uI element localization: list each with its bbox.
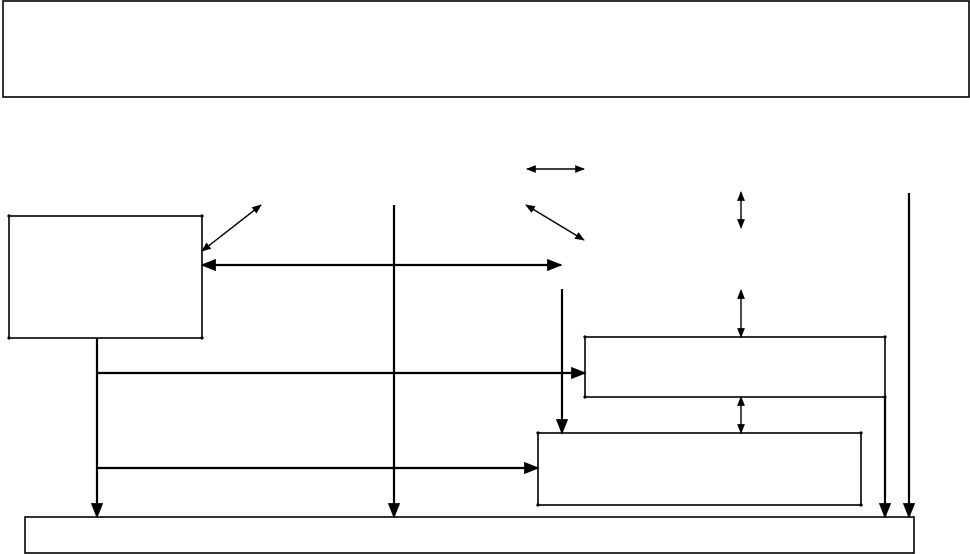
top-banner-box	[2, 0, 970, 98]
lower-right-block	[537, 432, 862, 506]
double-arrow-diagonal	[525, 204, 585, 241]
diagonal-arrow-from-left-block	[201, 204, 262, 252]
bottom-bar-box	[24, 516, 915, 554]
upper-right-block	[584, 336, 886, 398]
left-block	[8, 215, 203, 339]
